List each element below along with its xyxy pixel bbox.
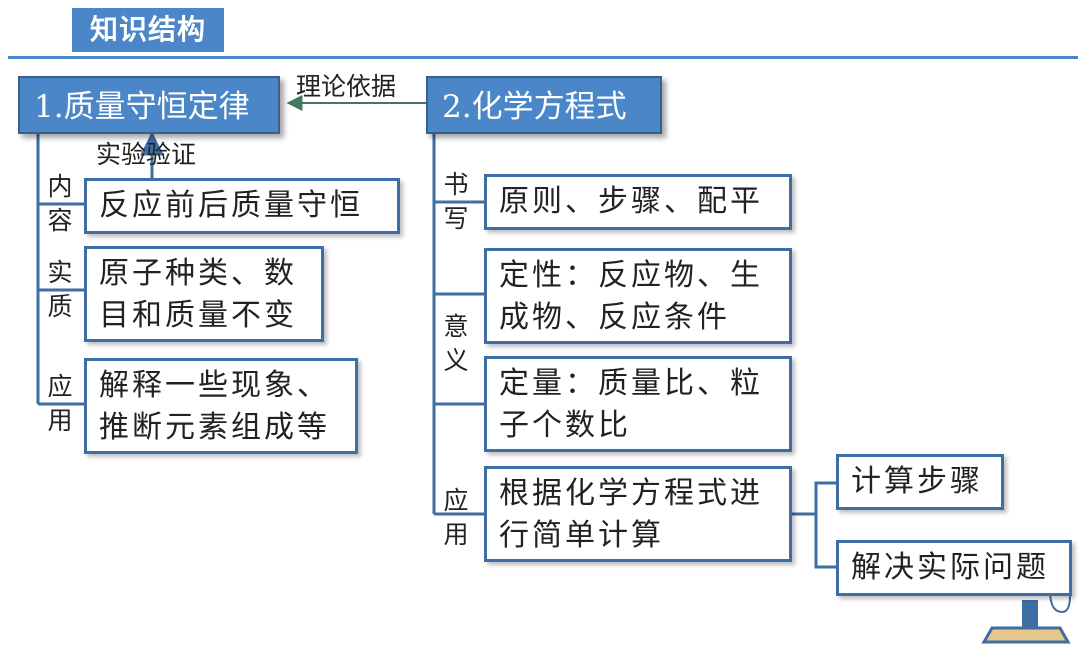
label-application-left: 应用 (47, 372, 73, 435)
box-qualitative: 定性：反应物、生成物、反应条件 (484, 248, 792, 344)
label-application-right: 应用 (443, 486, 469, 549)
box-quantitative: 定量：质量比、粒子个数比 (484, 356, 792, 452)
section-header: 知识结构 (72, 8, 224, 52)
title-chemical-equation: 2.化学方程式 (426, 76, 662, 134)
box-essence: 原子种类、数目和质量不变 (84, 246, 324, 342)
box-solve-problems: 解决实际问题 (836, 540, 1072, 596)
stand-decoration (981, 589, 1071, 644)
box-writing: 原则、步骤、配平 (484, 174, 792, 230)
title-mass-conservation: 1.质量守恒定律 (18, 76, 280, 134)
label-meaning: 意义 (443, 312, 469, 375)
header-rule (8, 56, 1078, 59)
theory-basis-label: 理论依据 (296, 72, 397, 101)
label-content: 内容 (47, 172, 73, 235)
verify-label: 实验验证 (96, 140, 197, 169)
sub-branch (792, 481, 836, 569)
box-application-left: 解释一些现象、推断元素组成等 (84, 358, 358, 454)
box-application-right: 根据化学方程式进行简单计算 (484, 466, 792, 562)
left-trunk (36, 132, 84, 406)
box-content: 反应前后质量守恒 (84, 178, 400, 234)
label-essence: 实质 (47, 258, 73, 321)
box-calc-steps: 计算步骤 (836, 454, 1004, 510)
label-writing: 书写 (443, 170, 469, 233)
right-trunk (432, 132, 484, 516)
